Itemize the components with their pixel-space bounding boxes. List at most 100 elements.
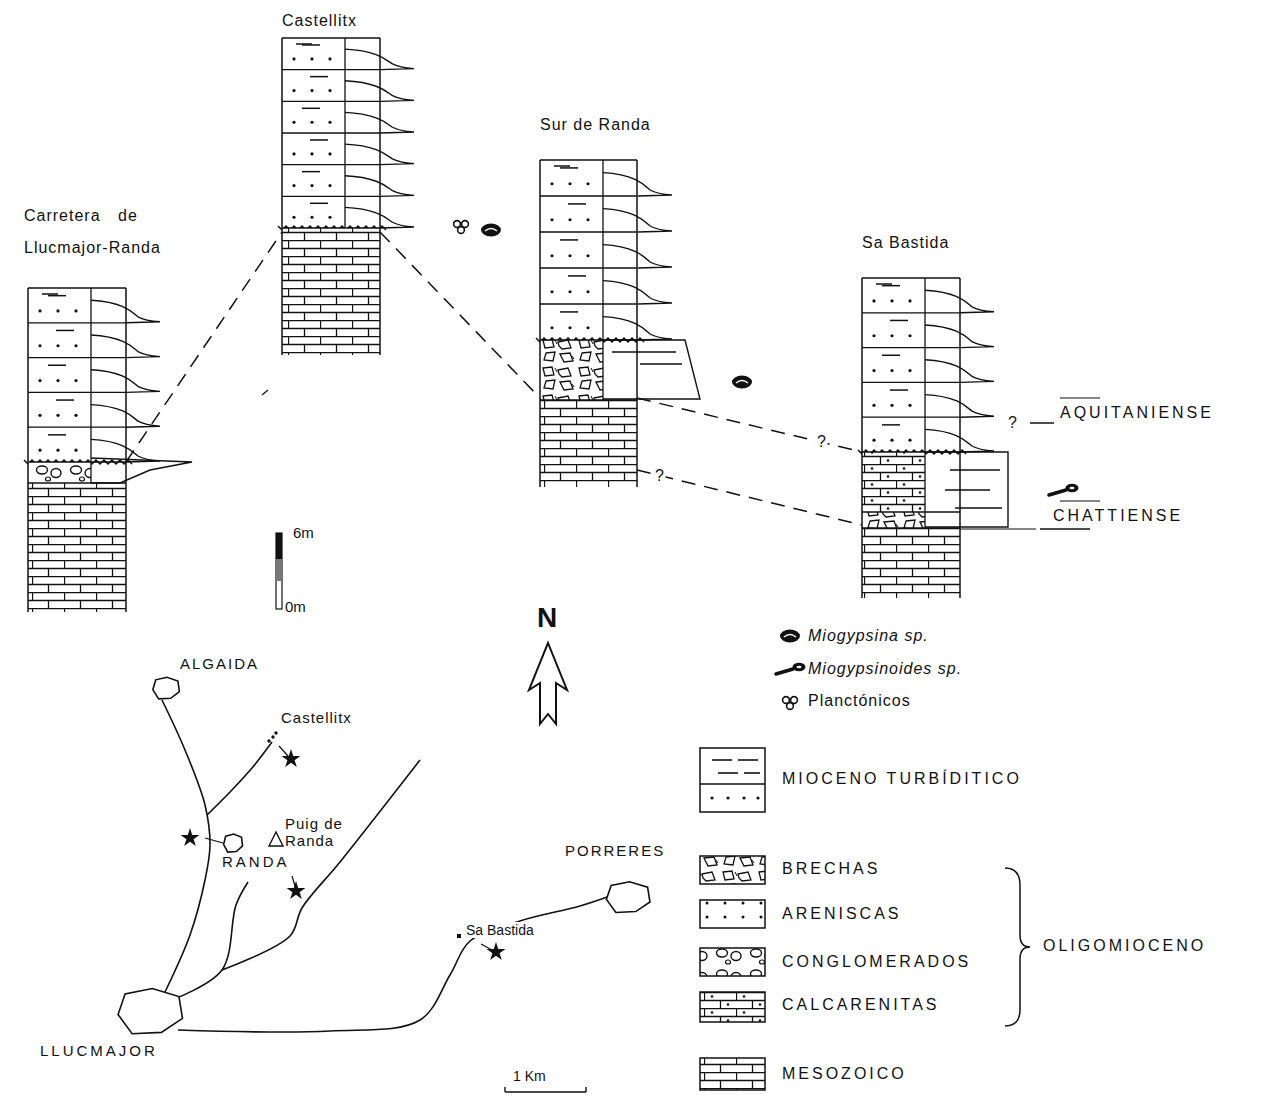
sand-dot [586, 218, 589, 221]
column-edge [125, 288, 127, 612]
column-title: Castellitx [282, 12, 357, 30]
section-star [181, 828, 200, 846]
sand-dot [310, 152, 313, 155]
shale-dash [568, 275, 586, 277]
column-divider [90, 462, 91, 483]
lamination [640, 363, 682, 364]
town-outline [606, 882, 650, 913]
query-mark: ? [815, 433, 828, 451]
shale-dash [296, 43, 312, 45]
shale-dash [554, 165, 570, 167]
place-name: PORRERES [565, 842, 665, 859]
bed-line [862, 417, 960, 418]
bed-line [282, 69, 380, 70]
sand-dot [586, 254, 589, 257]
planktonic-symbol [454, 221, 469, 234]
bed-line [282, 227, 380, 228]
strat-column: Castellitx [282, 38, 380, 355]
road [162, 700, 210, 992]
sand-dot [890, 334, 893, 337]
section-star [487, 942, 506, 960]
sand-dot [890, 404, 893, 407]
strat-column [536, 160, 700, 487]
shale-dash [560, 239, 578, 241]
sand-dot [550, 290, 553, 293]
sand-dot [890, 439, 893, 442]
stage-line [1060, 397, 1100, 398]
shale-dash [890, 389, 908, 391]
scale-label: 1 Km [513, 1068, 546, 1084]
scale-bar-fill [276, 533, 282, 559]
road [207, 742, 272, 815]
road [222, 760, 420, 970]
sand-dot [550, 326, 553, 329]
strat-column [24, 288, 192, 612]
legend-swatch [700, 856, 765, 884]
query-mark: ? [1008, 414, 1017, 432]
correlation-line [637, 398, 862, 452]
shale-dash [302, 171, 320, 173]
column-divider [924, 452, 925, 512]
miogypsina-symbol [780, 630, 800, 643]
lamination [612, 351, 676, 352]
bed-line [862, 312, 960, 313]
sand-dot [872, 369, 875, 372]
column-divider [924, 278, 925, 452]
shale-dash [882, 355, 900, 357]
column-edge [379, 38, 381, 355]
sand-dot [550, 218, 553, 221]
shale-dash [876, 283, 892, 285]
strat-column [278, 38, 414, 355]
correlation-line [126, 232, 282, 462]
place-dot [267, 739, 270, 742]
legend-text: CALCARENITAS [782, 996, 940, 1014]
sand-dot [550, 254, 553, 257]
column-divider [90, 288, 91, 462]
brace [1005, 868, 1030, 1026]
sand-dot [890, 299, 893, 302]
sand-dot [890, 369, 893, 372]
sand-dot [328, 57, 331, 60]
mesozoic-fill [28, 483, 126, 612]
bed-line [282, 101, 380, 102]
scale-bar-fill [276, 559, 282, 581]
stage-label: CHATTIENSE [1053, 507, 1183, 525]
mesozoic-fill [282, 228, 380, 355]
bed-line [540, 303, 637, 304]
sand-dot [38, 309, 41, 312]
scale-tick [504, 1087, 505, 1092]
legend-text: MESOZOICO [782, 1065, 907, 1083]
column-divider [602, 160, 603, 340]
calcarenite-fill [862, 452, 925, 512]
strat-column: Carretera de Llucmajor-Randa [28, 288, 126, 612]
shale-dash [560, 311, 578, 313]
column-edge [959, 278, 961, 598]
correlation-line [380, 232, 540, 398]
stage-line [960, 528, 1036, 529]
shale-dash [42, 293, 58, 295]
town-outline [224, 834, 243, 852]
sand-dot [908, 334, 911, 337]
bed-line [862, 382, 960, 383]
query-mark: ? [653, 467, 666, 485]
correlation-line [637, 470, 862, 525]
sand-dot [74, 414, 77, 417]
column-edge [861, 278, 863, 598]
town-outline [153, 677, 180, 699]
bed-line [28, 392, 126, 393]
bed-line [282, 164, 380, 165]
bed-profile [603, 340, 700, 399]
planktonic-symbol [783, 697, 798, 710]
place-name: ALGAIDA [180, 655, 259, 672]
sand-dot [292, 216, 295, 219]
shale-dash [310, 203, 328, 205]
miogypsinoides-symbol [1049, 484, 1079, 495]
sand-dot [328, 89, 331, 92]
conglomerate-fill [28, 462, 91, 483]
bed-line [28, 322, 126, 323]
place-dot [457, 934, 461, 938]
shale-dash [302, 108, 320, 110]
